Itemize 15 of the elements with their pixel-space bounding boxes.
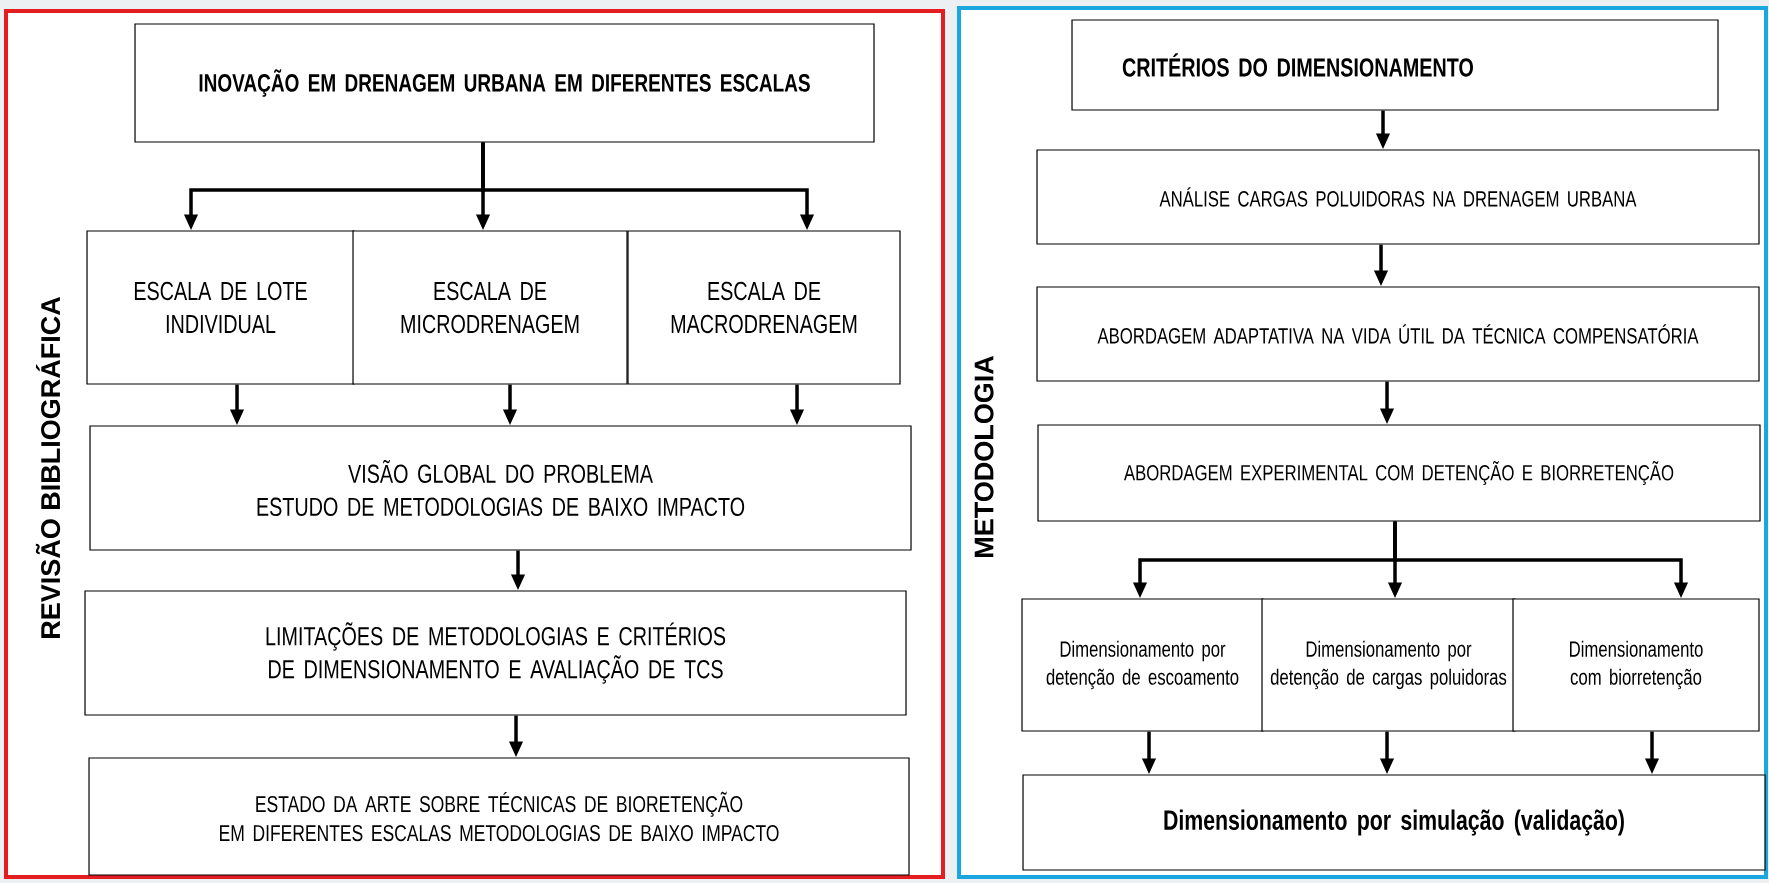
- process-box: CRITÉRIOS DO DIMENSIONAMENTO: [1071, 19, 1719, 111]
- process-box: VISÃO GLOBAL DO PROBLEMA ESTUDO DE METODOLOGIAS DE BAIXO IMPACTO: [89, 425, 912, 551]
- process-box: Dimensionamento com biorretenção: [1512, 598, 1760, 732]
- process-box: ESCALA DE MICRODRENAGEM: [352, 230, 628, 385]
- process-box: ESCALA DE MACRODRENAGEM: [627, 230, 901, 385]
- process-box: Dimensionamento por detenção de escoamento: [1021, 598, 1264, 732]
- process-box: ABORDAGEM ADAPTATIVA NA VIDA ÚTIL DA TÉCNICA COMPENSATÓRIA: [1036, 286, 1760, 382]
- process-box: ESTADO DA ARTE SOBRE TÉCNICAS DE BIORETENÇÃO EM DIFERENTES ESCALAS METODOLOGIAS DE BAIXO IMPACTO: [88, 757, 910, 876]
- process-box: INOVAÇÃO EM DRENAGEM URBANA EM DIFERENTES ESCALAS: [134, 23, 875, 143]
- process-box: LIMITAÇÕES DE METODOLOGIAS E CRITÉRIOS DE DIMENSIONAMENTO E AVALIAÇÃO DE TCS: [84, 590, 907, 716]
- process-box: ABORDAGEM EXPERIMENTAL COM DETENÇÃO E BIORRETENÇÃO: [1037, 424, 1761, 522]
- process-box: Dimensionamento por simulação (validação): [1022, 774, 1766, 871]
- process-box: Dimensionamento por detenção de cargas poluidoras: [1261, 598, 1516, 732]
- process-box: ANÁLISE CARGAS POLUIDORAS NA DRENAGEM URBANA: [1036, 149, 1760, 245]
- process-box: ESCALA DE LOTE INDIVIDUAL: [86, 230, 355, 385]
